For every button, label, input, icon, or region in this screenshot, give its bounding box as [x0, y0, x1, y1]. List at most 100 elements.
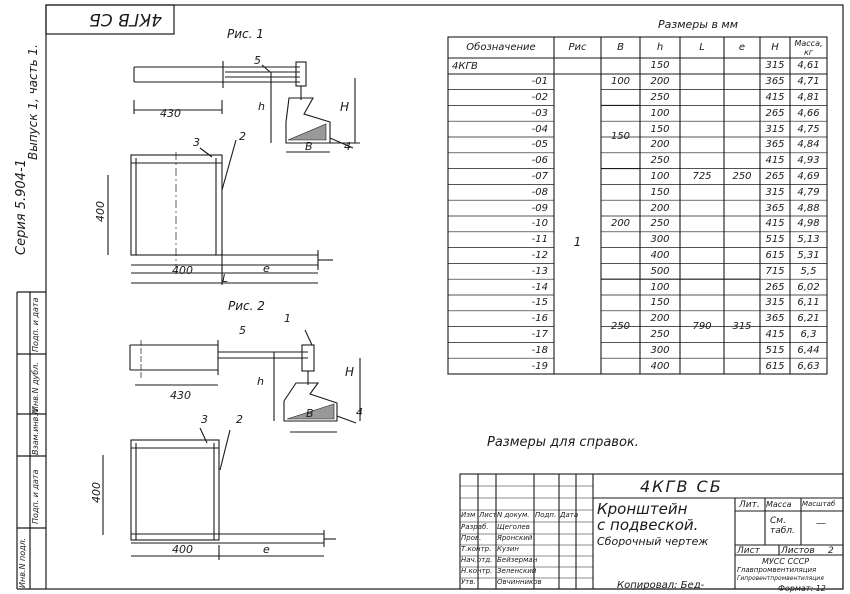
col-header: Подп.	[535, 511, 557, 519]
h-cell: 300	[650, 344, 670, 356]
H-cell: 415	[765, 155, 785, 167]
B-group-cell: 200	[610, 218, 631, 230]
fig1-dim-H: H	[340, 100, 350, 114]
h-cell: 100	[650, 107, 670, 119]
h-cell: 250	[650, 218, 670, 230]
role-label: Т.контр.	[461, 545, 492, 553]
fig2-callout-1: 1	[284, 312, 291, 325]
fig1-title: Рис. 1	[227, 27, 264, 41]
h-cell: 150	[650, 123, 670, 135]
H-cell: 415	[765, 91, 785, 103]
signer-name: Кузин	[497, 545, 519, 553]
designation-cell: -12	[531, 249, 548, 261]
first-designation: 4КГВ	[452, 60, 478, 72]
h-cell: 400	[650, 360, 670, 372]
fig1-dim-400-h: 400	[172, 264, 193, 277]
designation-cell: -09	[531, 202, 548, 214]
designation-cell: -17	[531, 328, 548, 340]
mass-cell: 4,98	[797, 218, 820, 230]
mass-cell: 4,75	[797, 123, 820, 135]
header-fig: Рис	[568, 42, 587, 53]
designation-cell: -14	[531, 281, 548, 293]
mass-cell: 4,81	[797, 91, 820, 103]
H-cell: 315	[765, 186, 785, 198]
fig2-callout-4: 4	[356, 406, 363, 419]
header-H: H	[771, 42, 779, 53]
mass-cell: 4,84	[797, 139, 820, 151]
H-cell: 515	[765, 234, 785, 246]
role-label: Пров.	[461, 534, 482, 542]
designation-cell: -11	[531, 234, 548, 246]
h-cell: 200	[650, 313, 670, 325]
h-cell: 250	[650, 328, 670, 340]
mass-cell: 6,3	[800, 328, 817, 340]
fig2-callout-3: 3	[201, 413, 208, 426]
mass-cell: 5,5	[800, 265, 817, 277]
side-stamp-label-5: Подп. и дата	[31, 297, 40, 353]
fig2-dim-430: 430	[170, 389, 191, 402]
scale-value: —	[816, 518, 826, 529]
role-label: Н.контр.	[461, 567, 493, 575]
fig2-dim-B: B	[306, 407, 314, 420]
mass-cell: 6,63	[797, 360, 820, 372]
fig1-dim-L: L	[222, 272, 229, 285]
H-cell: 415	[765, 218, 785, 230]
h-cell: 100	[650, 170, 670, 182]
designation-cell: -15	[531, 297, 548, 309]
B-group-cell: 250	[610, 321, 631, 333]
signer-name: Бейзерман	[497, 556, 538, 564]
H-cell: 315	[765, 60, 785, 72]
mass-cell: 5,31	[797, 249, 820, 261]
title-block-rows	[460, 485, 593, 579]
header-designation: Обозначение	[466, 42, 536, 53]
fig2-dim-e: e	[263, 543, 270, 556]
designation-cell: -07	[531, 170, 548, 182]
H-cell: 265	[765, 281, 785, 293]
H-cell: 265	[765, 107, 785, 119]
mass-cell: 4,88	[797, 202, 820, 214]
header-L: L	[699, 42, 705, 53]
mass-cell: 6,02	[797, 281, 820, 293]
h-cell: 150	[650, 186, 670, 198]
issue-label: Выпуск 1, часть 1.	[26, 44, 40, 160]
H-cell: 715	[765, 265, 785, 277]
H-cell: 615	[765, 249, 785, 261]
side-stamp-label-2: Подп. и дата	[31, 469, 40, 525]
fig1-dim-h: h	[258, 100, 265, 113]
role-label: Нач.отд.	[461, 556, 493, 564]
reference-note: Размеры для справок.	[487, 435, 639, 450]
col-header: Изм	[461, 511, 476, 519]
mass-label: Масса	[766, 500, 792, 509]
fig1-dim-400-v: 400	[94, 201, 107, 222]
fig2-callout-2: 2	[236, 413, 243, 426]
designation-cell: -16	[531, 313, 548, 325]
designation-cell: -06	[531, 155, 548, 167]
role-label: Утв.	[461, 578, 476, 586]
org-line1: МУСС СССР	[762, 557, 810, 566]
signer-name: Яронский	[497, 534, 533, 542]
mass-cell: 6,44	[797, 344, 820, 356]
sizes-table: Обозначение Рис B h L e H Масса, кг 4КГВ…	[448, 37, 827, 374]
fig2-dim-H: H	[345, 365, 355, 379]
header-mass: Масса, кг	[794, 38, 823, 57]
signer-name: Зеленский	[497, 567, 537, 575]
fig1-callout-5: 5	[254, 54, 261, 67]
H-cell: 615	[765, 360, 785, 372]
h-cell: 250	[650, 91, 670, 103]
sheet-frame	[45, 4, 844, 590]
H-cell: 365	[765, 202, 785, 214]
doc-type: Сборочный чертеж	[597, 535, 709, 548]
product-name-line2: с подвеской.	[597, 516, 699, 534]
h-cell: 200	[650, 76, 670, 88]
designation-cell: -02	[531, 91, 548, 103]
col-header: N докум.	[497, 511, 530, 519]
fig-value: 1	[573, 235, 582, 249]
e-group-cell: 315	[732, 321, 752, 333]
B-group-cell: 150	[610, 131, 631, 143]
header-B: B	[617, 42, 624, 53]
figure-2	[102, 329, 361, 560]
role-label: Разраб.	[461, 523, 489, 531]
mass-cell: 4,71	[797, 76, 820, 88]
org-line3: Гипровентпромвентиляция	[737, 575, 824, 582]
header-e: e	[738, 42, 746, 53]
